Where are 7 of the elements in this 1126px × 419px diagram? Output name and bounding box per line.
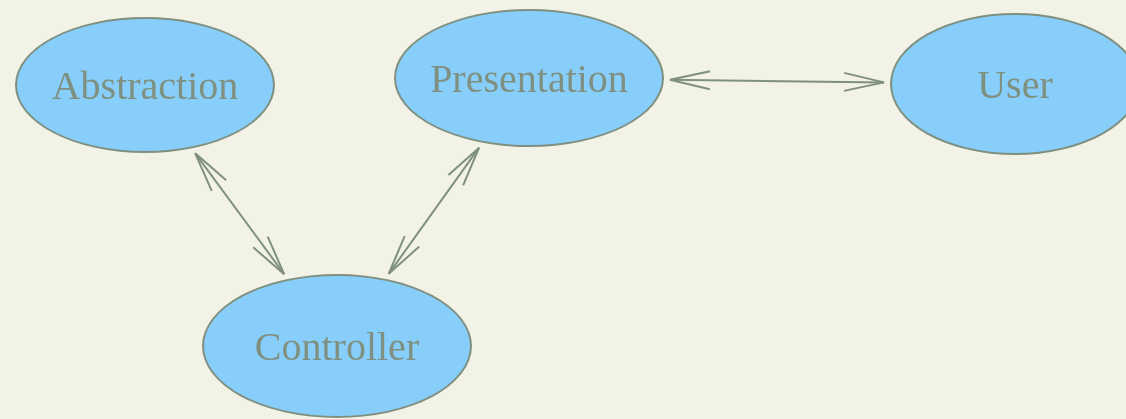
node-label: Abstraction [51,61,239,109]
node-label: Controller [254,322,420,370]
double-arrow [387,146,481,275]
node-label: User [977,60,1053,108]
double-arrow [194,152,286,276]
node-label: Presentation [430,54,628,102]
double-arrow [668,70,886,92]
